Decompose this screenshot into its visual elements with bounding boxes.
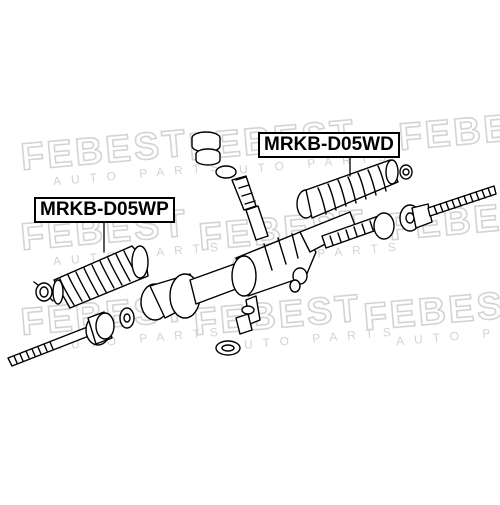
parts-drawing xyxy=(7,131,497,367)
left-boot xyxy=(52,245,149,309)
left-clamp xyxy=(33,281,54,302)
pinion-shaft xyxy=(215,165,269,241)
watermark-brand: FEBEST xyxy=(397,102,500,158)
left-ball-joint xyxy=(85,311,115,346)
part-label-mrkb-d05wp[interactable]: MRKB-D05WP xyxy=(34,197,175,223)
right-boot xyxy=(296,159,413,219)
pinion-seal-stack xyxy=(191,131,221,166)
left-washer xyxy=(119,307,135,329)
rack-housing xyxy=(140,211,357,321)
right-rack xyxy=(321,212,395,249)
right-ball-joint xyxy=(399,203,433,232)
right-tie-rod xyxy=(427,185,497,217)
yoke-adjuster xyxy=(215,295,261,356)
watermark-logo: FEBEST AUTO PARTS xyxy=(361,282,500,349)
watermark-logo: FEBEST xyxy=(396,102,500,160)
part-label-mrkb-d05wd[interactable]: MRKB-D05WD xyxy=(258,132,400,158)
